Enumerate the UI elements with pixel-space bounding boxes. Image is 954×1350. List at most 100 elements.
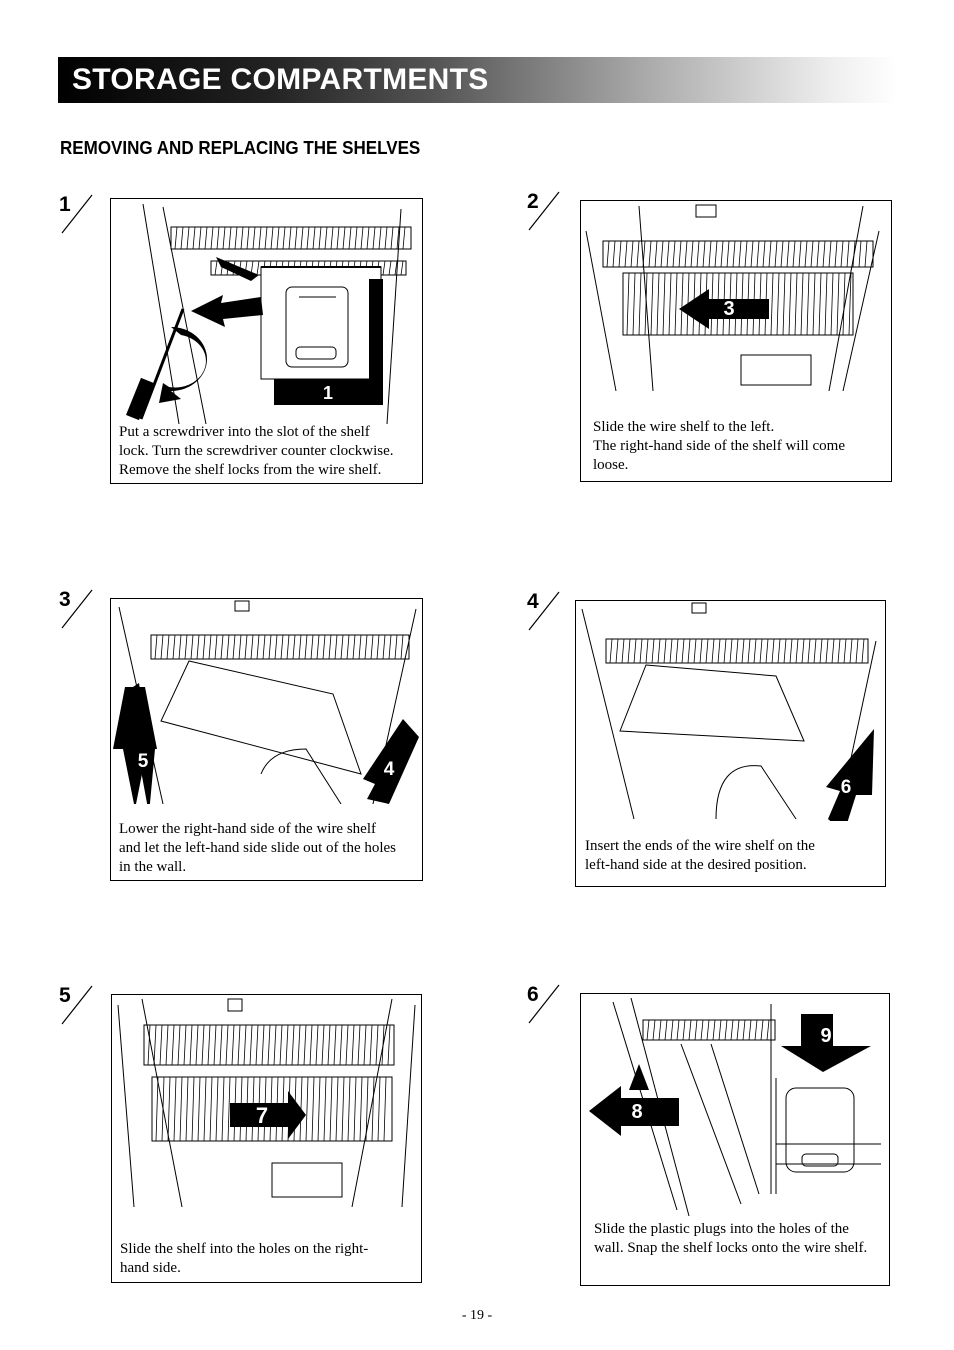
shelf-wire (777, 638, 781, 664)
callout-5: 5 (138, 751, 149, 772)
shelf-wire (656, 272, 660, 336)
shelf-wire (760, 1019, 764, 1041)
shelf-wire (376, 634, 380, 660)
shelf-wire-hatching (606, 240, 868, 268)
shelf-wire (333, 1024, 337, 1066)
shelf-wire (657, 638, 661, 664)
shelf-wire (668, 272, 672, 336)
shelf-wire (676, 1019, 680, 1041)
shelf-wire (801, 638, 805, 664)
shelf-wire (190, 634, 194, 660)
step-6-illustration: 9 8 (589, 997, 881, 1216)
shelf-wire (359, 1076, 363, 1142)
callout-1-box (274, 379, 383, 405)
shelf-wire (238, 634, 242, 660)
shelf-wire (334, 634, 338, 660)
shelf-wire (305, 1076, 309, 1142)
shelf-wire (699, 638, 703, 664)
shelf-wire (310, 634, 314, 660)
shelf-wire (186, 226, 190, 250)
shelf-wire (306, 226, 310, 250)
shelf-wire (690, 240, 694, 268)
shelf-wire (147, 1024, 151, 1066)
shelf-wire (330, 226, 334, 250)
shelf-wire (645, 638, 649, 664)
shelf-wire (179, 1076, 183, 1142)
shelf-wire (840, 240, 844, 268)
shelf-wire (324, 226, 328, 250)
shelf-wire (282, 226, 286, 250)
arrow-left (679, 289, 769, 329)
shelf-wire (858, 240, 862, 268)
step-5-illustration: 7 (117, 998, 416, 1207)
step-2-slash (528, 191, 560, 231)
shelf-wire (806, 272, 810, 336)
shelf-wire (708, 240, 712, 268)
shelf-wire (285, 1024, 289, 1066)
callout-1: 1 (323, 383, 333, 403)
shelf-wire (167, 1076, 171, 1142)
shelf-wire (652, 1019, 656, 1041)
shelf-wire (309, 1024, 313, 1066)
shelf-wire (322, 634, 326, 660)
shelf-wire (831, 638, 835, 664)
shelf-wire (220, 634, 224, 660)
callout-3: 3 (723, 298, 734, 320)
callout-4: 4 (384, 759, 395, 780)
shelf-wire (264, 226, 268, 250)
shelf-wire (267, 1024, 271, 1066)
shelf-wire (354, 226, 358, 250)
shelf-wire (694, 1019, 698, 1041)
step-5-panel: 7 Slide the shelf into the holes on the … (111, 994, 422, 1283)
shelf-wire (836, 272, 840, 336)
shelf-wire (209, 1076, 213, 1142)
shelf-wire (663, 638, 667, 664)
shelf-wire (316, 634, 320, 660)
arrow-down (363, 719, 419, 804)
shelf-wire (201, 1024, 205, 1066)
shelf-wire (327, 1024, 331, 1066)
shelf-wire (335, 1076, 339, 1142)
step-5-number: 5 (59, 984, 71, 1007)
shelf-wire (816, 240, 820, 268)
shelf-wire (227, 1076, 231, 1142)
shelf-wire (377, 1076, 381, 1142)
shelf-wire (672, 240, 676, 268)
shelf-wire (178, 634, 182, 660)
shelf-wire (400, 260, 404, 276)
shelf-wire (675, 638, 679, 664)
shelf-wire (262, 634, 266, 660)
shelf-wire (160, 634, 164, 660)
callout-9: 9 (820, 1025, 831, 1047)
shelf-wire (351, 1024, 355, 1066)
shelf-wire (173, 1076, 177, 1142)
shelf-wire (621, 638, 625, 664)
shelf-wire (682, 1019, 686, 1041)
shelf-wire (726, 240, 730, 268)
shelf-wire (824, 272, 828, 336)
shelf-wire (340, 634, 344, 660)
shelf-wire (609, 638, 613, 664)
shelf-wire (258, 226, 262, 250)
shelf-wire (294, 226, 298, 250)
shelf-wire (780, 240, 784, 268)
shelf-wire (153, 1024, 157, 1066)
shelf-wire (768, 240, 772, 268)
shelf-wire (813, 638, 817, 664)
shelf-wire (232, 634, 236, 660)
shelf-wire (347, 1076, 351, 1142)
shelf-wire (214, 634, 218, 660)
callout-2: 2 (174, 335, 184, 355)
shelf-wire (861, 638, 865, 664)
shelf-wire (688, 1019, 692, 1041)
shelf-wire (382, 260, 386, 276)
shelf-wire (365, 1076, 369, 1142)
shelf-wire (723, 638, 727, 664)
step-5-slash (61, 985, 93, 1025)
shelf-wire-hatching (609, 638, 865, 664)
shelf-wire (288, 226, 292, 250)
shelf-wire (203, 1076, 207, 1142)
shelf-wire (357, 1024, 361, 1066)
shelf-wire (219, 1024, 223, 1066)
shelf-wire (678, 240, 682, 268)
